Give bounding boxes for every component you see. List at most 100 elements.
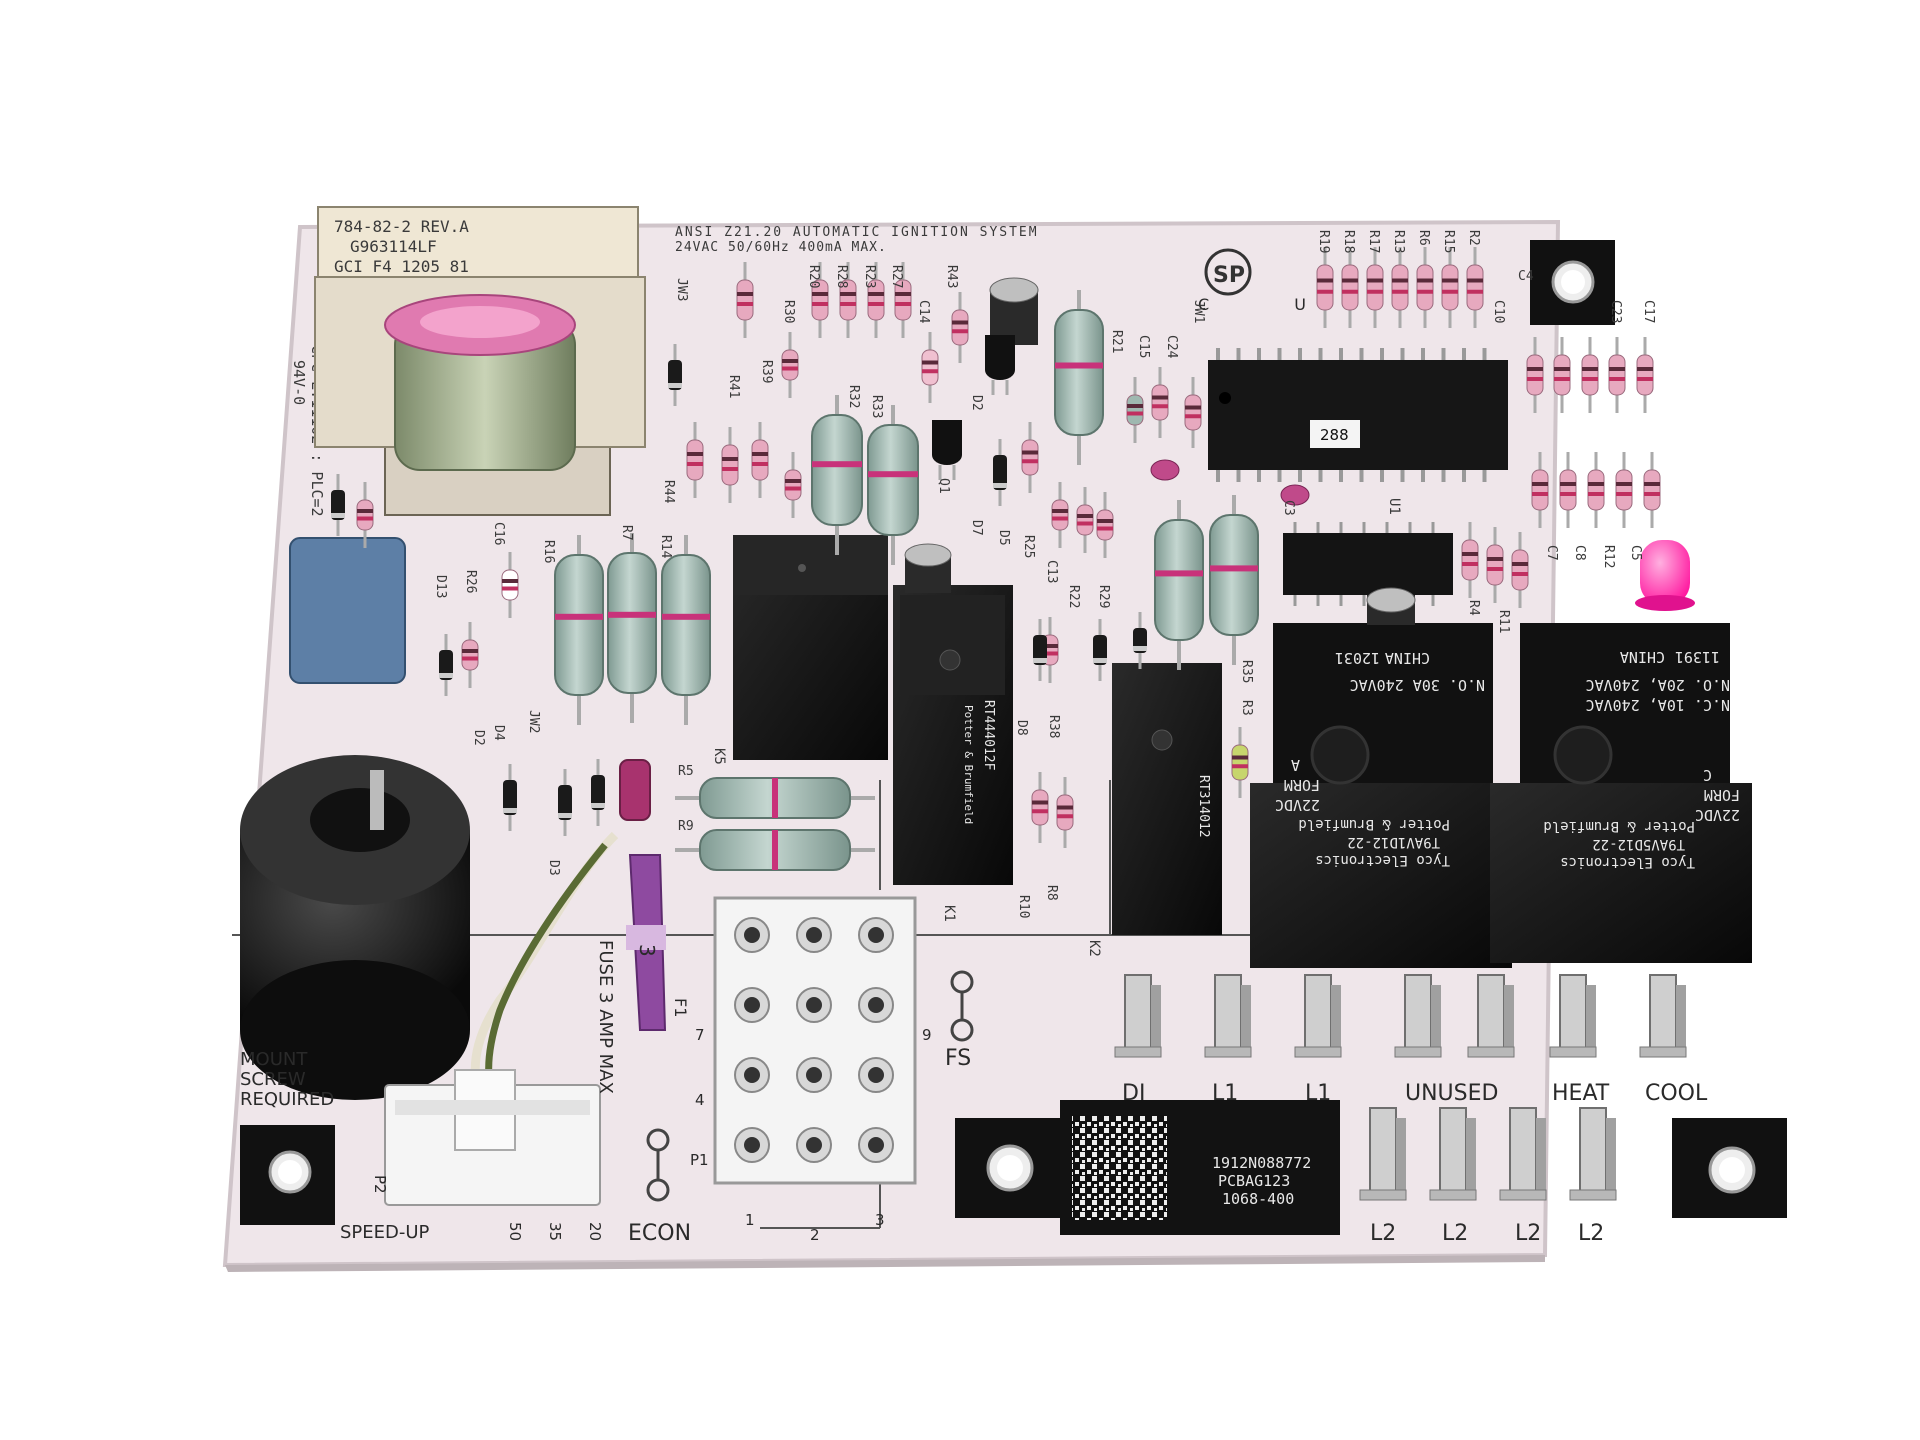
terminal-label-l2-c: L2 xyxy=(1515,1221,1541,1246)
spade-terminal xyxy=(1549,974,1597,1058)
refdes-c24: C24 xyxy=(1164,335,1179,359)
large-black-capacitor xyxy=(240,755,470,1100)
small-resistor xyxy=(1051,482,1069,548)
diode xyxy=(993,439,1007,506)
plug-hole-pin xyxy=(868,927,884,943)
refdes-r16: R16 xyxy=(541,540,556,563)
spade-terminal xyxy=(1114,974,1162,1058)
small-resistor xyxy=(781,332,799,398)
refdes-r28: R28 xyxy=(834,265,849,288)
speedup-label: SPEED-UP xyxy=(340,1222,430,1243)
film-capacitor xyxy=(619,759,651,821)
plug-hole-pin xyxy=(744,1067,760,1083)
power-resistor xyxy=(607,533,657,723)
relay-c-maker: Tyco Electronics xyxy=(1560,854,1695,870)
relay-a-maker: Tyco Electronics xyxy=(1315,852,1450,868)
power-resistor xyxy=(675,829,875,871)
small-resistor xyxy=(1391,247,1409,328)
refdes-jw1: JW1 xyxy=(1191,300,1206,323)
speedup-connector xyxy=(384,1069,601,1206)
refdes-r19: R19 xyxy=(1316,230,1331,253)
refdes-r30: R30 xyxy=(781,300,796,323)
plug-hole-pin xyxy=(806,1067,822,1083)
refdes-q1: Q1 xyxy=(936,478,951,494)
small-resistor xyxy=(1441,247,1459,328)
refdes-r41: R41 xyxy=(726,375,741,398)
small-resistor xyxy=(1486,527,1504,603)
small-resistor xyxy=(1531,452,1549,528)
plug-hole-pin xyxy=(744,997,760,1013)
terminal-label-l2-a: L2 xyxy=(1370,1221,1396,1246)
microcontroller-chip: 288 xyxy=(1208,348,1508,482)
refdes-d7: D7 xyxy=(969,520,984,536)
spade-terminal xyxy=(1394,974,1442,1058)
refdes-r14: R14 xyxy=(658,535,673,559)
plug-hole-pin xyxy=(806,1137,822,1153)
wire-green xyxy=(485,842,608,1094)
refdes-r39: R39 xyxy=(759,360,774,383)
power-resistor xyxy=(811,395,863,555)
diode xyxy=(1133,612,1147,669)
refdes-r21: R21 xyxy=(1109,330,1124,353)
refdes-r25: R25 xyxy=(1021,535,1036,558)
refdes-r2: R2 xyxy=(1466,230,1481,246)
terminal-label-l2-b: L2 xyxy=(1442,1221,1468,1246)
transformer-label-2: G963114LF xyxy=(350,237,437,256)
small-resistor xyxy=(1461,522,1479,598)
k2-ref: K2 xyxy=(1086,940,1102,957)
small-resistor xyxy=(1511,532,1529,608)
spade-terminal xyxy=(1569,1107,1617,1201)
small-resistor xyxy=(1031,772,1049,843)
refdes-d5: D5 xyxy=(996,530,1011,546)
small-resistor xyxy=(784,452,802,518)
speedup-20: 20 xyxy=(586,1222,604,1241)
small-resistor xyxy=(1636,337,1654,413)
relay-k5 xyxy=(733,535,888,760)
refdes-r29: R29 xyxy=(1096,585,1111,608)
relay-c-vdc: 22VDC xyxy=(1695,806,1740,824)
terminal-label-l1-a: L1 xyxy=(1212,1081,1238,1106)
small-resistor xyxy=(751,422,769,498)
plug-hole-pin xyxy=(868,1067,884,1083)
relay-a-form: FORM xyxy=(1284,776,1320,794)
small-resistor xyxy=(894,262,912,338)
relay-c-form: FORM xyxy=(1704,786,1740,804)
power-resistor xyxy=(1209,495,1259,665)
small-resistor xyxy=(1151,367,1169,438)
disc-capacitor xyxy=(1150,459,1180,481)
csa-cus-text: C US xyxy=(1198,295,1396,314)
small-resistor xyxy=(1056,777,1074,848)
relay-form-a: CHINA 12031 N.O. 30A 240VAC 22VDC FORM A… xyxy=(1250,623,1512,968)
spade-terminal xyxy=(1429,1107,1477,1201)
terminal-label-heat: HEAT xyxy=(1552,1081,1610,1106)
barcode-label: 1912N088772 PCBAG123 1068-400 xyxy=(1060,1100,1340,1235)
fuse: 3 xyxy=(626,854,667,1031)
diode xyxy=(331,474,345,536)
terminal-label-l2-d: L2 xyxy=(1578,1221,1604,1246)
small-resistor xyxy=(501,552,519,618)
plug-ref: P1 xyxy=(690,1151,709,1169)
fuse-value: 3 xyxy=(635,944,659,957)
small-resistor xyxy=(1231,727,1249,798)
small-resistor xyxy=(686,422,704,498)
refdes-c13: C13 xyxy=(1044,560,1059,583)
refdes-r7: R7 xyxy=(619,525,634,541)
plug-hole-pin xyxy=(806,927,822,943)
small-resistor xyxy=(811,262,829,338)
power-resistor xyxy=(554,535,604,725)
k1-ref: K1 xyxy=(941,905,957,922)
small-resistor xyxy=(921,332,939,403)
small-resistor xyxy=(1581,337,1599,413)
spade-terminal xyxy=(1294,974,1342,1058)
refdes-r13: R13 xyxy=(1391,230,1406,253)
small-resistor xyxy=(1526,337,1544,413)
econ-pad xyxy=(646,1128,670,1202)
power-resistor xyxy=(1154,500,1204,670)
refdes-r15: R15 xyxy=(1441,230,1456,253)
spade-terminal xyxy=(1359,1107,1407,1201)
electrolytic-cap-1 xyxy=(989,277,1039,345)
small-resistor xyxy=(1096,492,1114,558)
refdes-r11: R11 xyxy=(1496,610,1511,633)
k1-line-1: RT444012F xyxy=(981,700,996,771)
